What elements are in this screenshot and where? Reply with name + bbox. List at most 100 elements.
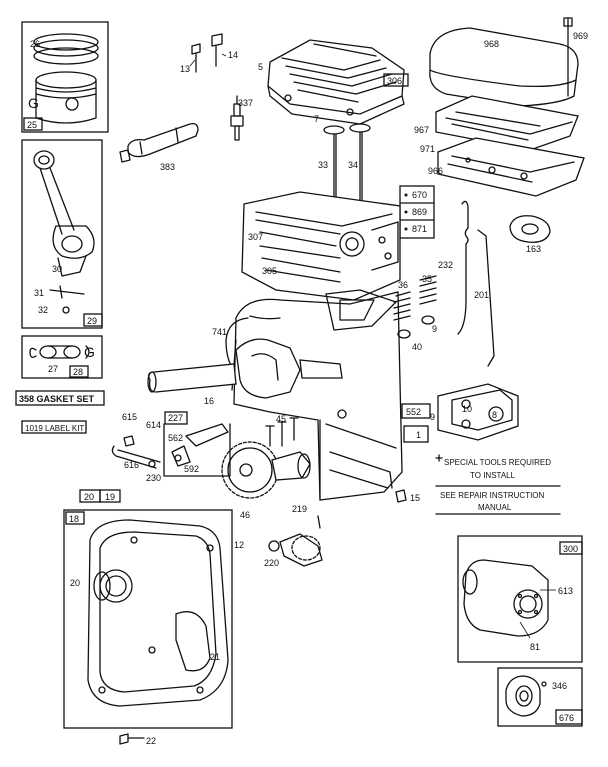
cover-bolt xyxy=(119,733,145,745)
part-label-306: 306 xyxy=(387,76,402,86)
part-label-670: 670 xyxy=(412,190,427,200)
repair-manual-note-line2: MANUAL xyxy=(478,503,512,512)
part-label-592: 592 xyxy=(184,464,199,474)
part-label-971: 971 xyxy=(420,144,435,154)
muffler-box xyxy=(457,535,583,663)
crankcase-cover-box xyxy=(63,489,233,729)
part-label-G-pin: G xyxy=(84,344,95,360)
part-label-5: 5 xyxy=(258,62,263,72)
part-label-307: 307 xyxy=(248,232,263,242)
part-label-27: 27 xyxy=(48,364,58,374)
part-label-966: 966 xyxy=(428,166,443,176)
part-box-1 xyxy=(403,425,429,443)
part-label-220: 220 xyxy=(264,558,279,568)
part-label-562: 562 xyxy=(168,433,183,443)
part-label-46: 46 xyxy=(240,510,250,520)
part-label-232: 232 xyxy=(438,260,453,270)
connecting-rod-box xyxy=(21,139,103,329)
part-label-19: 19 xyxy=(105,492,115,502)
cylinder-head-bolts xyxy=(189,33,227,73)
part-label-25: 25 xyxy=(27,120,37,130)
part-label-346: 346 xyxy=(552,681,567,691)
spark-plug xyxy=(230,95,244,141)
governor-linkage xyxy=(457,200,495,367)
part-label-8: 8 xyxy=(492,410,497,420)
part-label-40: 40 xyxy=(412,342,422,352)
camshaft-gear xyxy=(221,441,311,499)
part-label-1: 1 xyxy=(416,430,421,440)
part-label-10: 10 xyxy=(462,404,472,414)
part-label-36: 36 xyxy=(398,280,408,290)
part-label-616: 616 xyxy=(124,460,139,470)
part-label-22: 22 xyxy=(146,736,156,746)
part-label-13: 13 xyxy=(180,64,190,74)
part-label-9b: 9 xyxy=(430,412,435,422)
gasket-set-label: 358 GASKET SET xyxy=(19,394,95,404)
part-label-613: 613 xyxy=(558,586,573,596)
gasket-set-box xyxy=(15,390,105,406)
part-label-9: 9 xyxy=(432,324,437,334)
governor-assembly xyxy=(265,417,299,447)
part-label-12: 12 xyxy=(234,540,244,550)
breather-tube xyxy=(119,122,199,163)
part-label-7: 7 xyxy=(314,114,319,124)
breather-cover-assembly xyxy=(429,17,585,243)
label-kit-label: 1019 LABEL KIT xyxy=(25,424,84,433)
piston-pin-box xyxy=(21,335,103,379)
part-label-552: 552 xyxy=(406,407,421,417)
crankshaft xyxy=(147,317,343,399)
part-box-28 xyxy=(69,365,89,378)
part-box-306 xyxy=(383,73,409,87)
part-label-26: 26 xyxy=(30,39,40,49)
part-label-869: 869 xyxy=(412,207,427,217)
part-label-14: 14 xyxy=(228,50,238,60)
part-label-741: 741 xyxy=(212,327,227,337)
part-box-29 xyxy=(83,313,103,327)
part-label-968: 968 xyxy=(484,39,499,49)
part-box-552 xyxy=(401,403,431,419)
special-tools-note-line1: SPECIAL TOOLS REQUIRED xyxy=(444,458,551,467)
part-label-230: 230 xyxy=(146,473,161,483)
part-label-45: 45 xyxy=(276,414,286,424)
part-label-G: G xyxy=(28,95,39,111)
part-label-337: 337 xyxy=(238,98,253,108)
part-label-969: 969 xyxy=(573,31,588,41)
part-label-227: 227 xyxy=(168,413,183,423)
part-label-163: 163 xyxy=(526,244,541,254)
part-label-20b: 20 xyxy=(70,578,80,588)
piston-rings-box xyxy=(21,21,109,133)
notes-block: SPECIAL TOOLS REQUIRED TO INSTALL SEE RE… xyxy=(435,454,561,515)
camshaft xyxy=(268,515,323,567)
label-kit-box xyxy=(21,420,87,434)
part-label-28: 28 xyxy=(73,367,83,377)
part-label-201: 201 xyxy=(474,290,489,300)
muffler-guard-box xyxy=(497,667,583,727)
repair-manual-note-line1: SEE REPAIR INSTRUCTION xyxy=(440,491,545,500)
part-box-25 xyxy=(23,117,43,131)
part-label-21: 21 xyxy=(210,652,220,662)
part-label-871: 871 xyxy=(412,224,427,234)
part-label-614: 614 xyxy=(146,420,161,430)
part-label-615: 615 xyxy=(122,412,137,422)
governor-lever xyxy=(111,435,161,469)
part-label-300: 300 xyxy=(563,544,578,554)
part-label-81: 81 xyxy=(530,642,540,652)
part-label-35: 35 xyxy=(422,274,432,284)
part-label-18: 18 xyxy=(69,514,79,524)
part-label-34: 34 xyxy=(348,160,358,170)
valve-cover xyxy=(437,383,519,441)
part-label-33: 33 xyxy=(318,160,328,170)
special-tools-note-line2: TO INSTALL xyxy=(470,471,516,480)
drain-plug xyxy=(395,489,407,503)
part-label-29: 29 xyxy=(87,316,97,326)
part-label-32: 32 xyxy=(38,305,48,315)
part-label-15: 15 xyxy=(410,493,420,503)
part-label-676: 676 xyxy=(559,713,574,723)
part-label-967: 967 xyxy=(414,125,429,135)
part-label-30: 30 xyxy=(52,264,62,274)
part-label-16: 16 xyxy=(204,396,214,406)
part-label-219: 219 xyxy=(292,504,307,514)
part-label-305: 305 xyxy=(262,266,277,276)
valve-springs xyxy=(393,275,437,339)
